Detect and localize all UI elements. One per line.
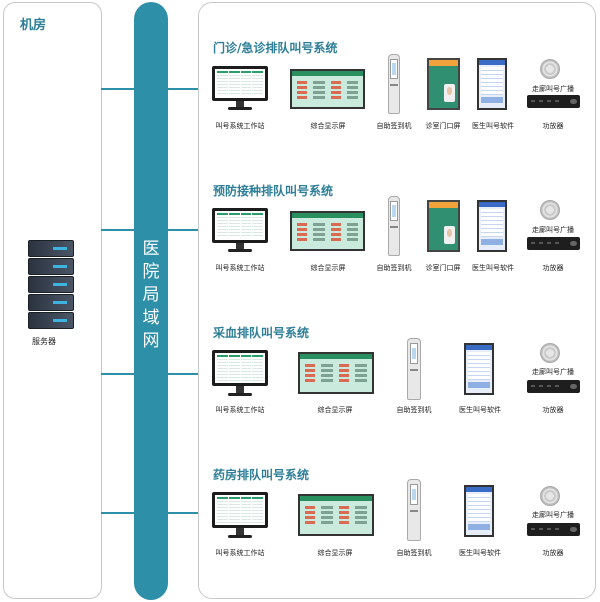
hospital-lan-bus bbox=[134, 2, 168, 600]
kiosk-icon bbox=[403, 479, 425, 541]
device-label: 功放器 bbox=[542, 122, 564, 130]
display-screen-icon bbox=[298, 352, 374, 394]
device-label: 自助签到机 bbox=[396, 549, 432, 557]
monitor-icon bbox=[212, 350, 268, 398]
speaker-icon bbox=[540, 59, 560, 79]
doctor-software-icon bbox=[477, 200, 507, 252]
device-label: 医生叫号软件 bbox=[472, 264, 514, 272]
display-screen-icon bbox=[290, 69, 365, 109]
device-label: 叫号系统工作站 bbox=[215, 264, 265, 272]
section-title: 预防接种排队叫号系统 bbox=[213, 184, 334, 198]
section-title: 药房排队叫号系统 bbox=[213, 468, 310, 482]
monitor-icon bbox=[212, 492, 268, 540]
speaker-label: 走廊叫号广播 bbox=[532, 511, 574, 519]
device-label: 叫号系统工作站 bbox=[215, 122, 265, 130]
device-label: 功放器 bbox=[542, 264, 564, 272]
device-label: 综合显示屏 bbox=[310, 264, 346, 272]
link-line bbox=[167, 88, 199, 90]
device-label: 综合显示屏 bbox=[310, 122, 346, 130]
amplifier-icon bbox=[527, 95, 580, 108]
door-screen-icon bbox=[427, 200, 460, 252]
speaker-icon bbox=[540, 486, 560, 506]
device-label: 诊室门口屏 bbox=[425, 122, 461, 130]
kiosk-icon bbox=[403, 338, 425, 400]
link-line bbox=[101, 88, 135, 90]
speaker-label: 走廊叫号广播 bbox=[532, 368, 574, 376]
machine-room-title: 机房 bbox=[20, 18, 47, 33]
device-label: 叫号系统工作站 bbox=[215, 549, 265, 557]
device-label: 医生叫号软件 bbox=[459, 406, 501, 414]
speaker-icon bbox=[540, 343, 560, 363]
device-label: 功放器 bbox=[542, 406, 564, 414]
amplifier-icon bbox=[527, 380, 580, 393]
device-label: 叫号系统工作站 bbox=[215, 406, 265, 414]
device-label: 自助签到机 bbox=[376, 264, 412, 272]
device-label: 自助签到机 bbox=[376, 122, 412, 130]
speaker-icon bbox=[540, 200, 560, 220]
device-label: 综合显示屏 bbox=[317, 406, 353, 414]
door-screen-icon bbox=[427, 58, 460, 110]
amplifier-icon bbox=[527, 523, 580, 536]
section-title: 门诊/急诊排队叫号系统 bbox=[213, 41, 338, 55]
link-line bbox=[167, 229, 199, 231]
link-line bbox=[101, 229, 135, 231]
speaker-label: 走廊叫号广播 bbox=[532, 226, 574, 234]
doctor-software-icon bbox=[464, 485, 494, 537]
display-screen-icon bbox=[298, 494, 374, 536]
section-title: 采血排队叫号系统 bbox=[213, 326, 310, 340]
kiosk-icon bbox=[384, 54, 404, 114]
doctor-software-icon bbox=[477, 58, 507, 110]
hospital-lan-label: 医 院 局 域 网 bbox=[142, 239, 160, 351]
device-label: 自助签到机 bbox=[396, 406, 432, 414]
link-line bbox=[167, 373, 199, 375]
monitor-icon bbox=[212, 66, 268, 112]
doctor-software-icon bbox=[464, 343, 494, 395]
amplifier-icon bbox=[527, 237, 580, 250]
display-screen-icon bbox=[290, 211, 365, 251]
server-label: 服务器 bbox=[32, 337, 56, 346]
device-label: 综合显示屏 bbox=[317, 549, 353, 557]
device-label: 医生叫号软件 bbox=[459, 549, 501, 557]
kiosk-icon bbox=[384, 196, 404, 256]
device-label: 诊室门口屏 bbox=[425, 264, 461, 272]
device-label: 医生叫号软件 bbox=[472, 122, 514, 130]
monitor-icon bbox=[212, 208, 268, 254]
link-line bbox=[167, 512, 199, 514]
server-icon bbox=[28, 240, 74, 329]
device-label: 功放器 bbox=[542, 549, 564, 557]
link-line bbox=[101, 373, 135, 375]
link-line bbox=[101, 512, 135, 514]
speaker-label: 走廊叫号广播 bbox=[532, 85, 574, 93]
